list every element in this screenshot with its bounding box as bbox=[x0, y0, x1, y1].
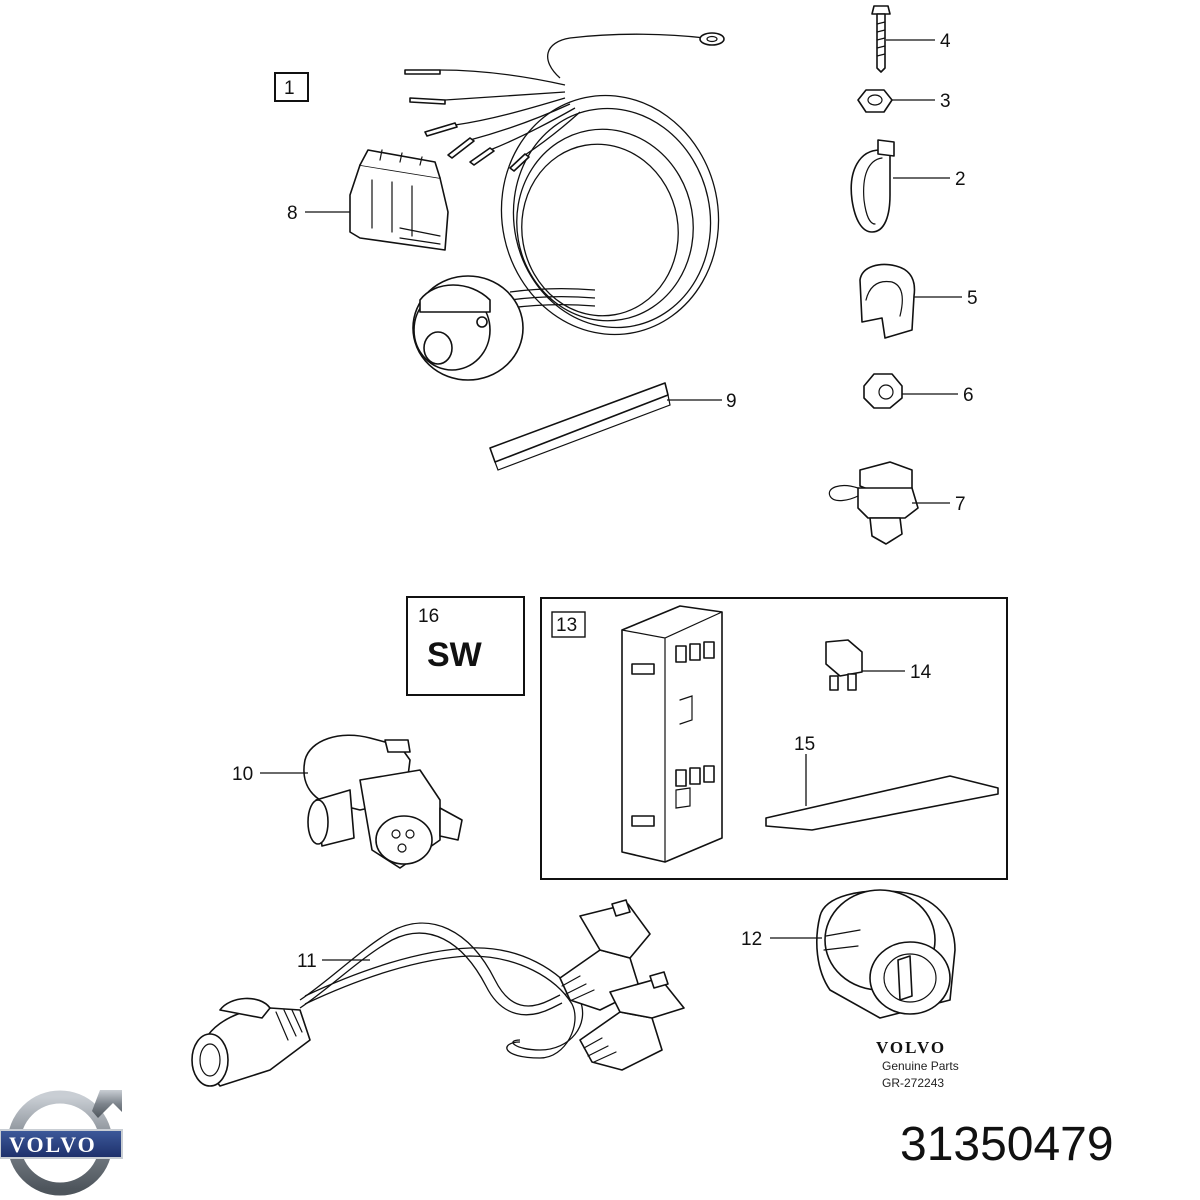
callout-3: 3 bbox=[940, 91, 951, 112]
callout-16: 16 bbox=[418, 606, 439, 627]
holder-clip-part bbox=[828, 461, 950, 545]
callout-6: 6 bbox=[963, 385, 974, 406]
volvo-iron-mark-icon: VOLVO bbox=[0, 1090, 123, 1196]
module-kit-box bbox=[540, 597, 1008, 880]
callout-4: 4 bbox=[940, 31, 951, 52]
flange-nut-part bbox=[863, 373, 958, 409]
genuine-parts-mark: VOLVO Genuine Parts GR-272243 bbox=[876, 1038, 959, 1090]
callout-5: 5 bbox=[967, 288, 978, 309]
logo-word: VOLVO bbox=[9, 1132, 97, 1157]
foam-pad-part bbox=[765, 754, 999, 831]
thirteen-pin-socket-part bbox=[770, 889, 956, 1019]
control-module-part bbox=[621, 605, 723, 863]
cable-tie-part bbox=[850, 139, 950, 233]
part-number: 31350479 bbox=[900, 1118, 1114, 1171]
fuse-part bbox=[825, 639, 905, 691]
callout-8: 8 bbox=[287, 203, 298, 224]
callout-box-13 bbox=[551, 611, 586, 638]
sw-label: SW bbox=[427, 636, 483, 674]
wiring-harness-part bbox=[404, 32, 725, 381]
sw-box bbox=[406, 596, 525, 696]
bolt-part bbox=[871, 5, 935, 73]
u-clip-part bbox=[859, 263, 962, 339]
y-cable-part bbox=[191, 899, 685, 1087]
callout-12: 12 bbox=[741, 929, 762, 950]
callout-10: 10 bbox=[232, 764, 253, 785]
drawing-ref: GR-272243 bbox=[882, 1076, 944, 1090]
callout-13: 13 bbox=[556, 615, 577, 636]
adhesive-strip-part bbox=[489, 382, 722, 471]
brand-name: VOLVO bbox=[876, 1038, 946, 1057]
callout-box-1 bbox=[274, 72, 309, 102]
nut-part bbox=[857, 89, 935, 113]
callout-14: 14 bbox=[910, 662, 932, 683]
brand-subtitle: Genuine Parts bbox=[882, 1059, 959, 1073]
adapter-part bbox=[260, 734, 463, 869]
callout-11: 11 bbox=[297, 951, 317, 972]
callout-2: 2 bbox=[955, 169, 966, 190]
callout-7: 7 bbox=[955, 494, 966, 515]
callout-15: 15 bbox=[794, 734, 815, 755]
connector-block-part bbox=[305, 149, 449, 251]
callout-9: 9 bbox=[726, 391, 737, 412]
callout-1: 1 bbox=[284, 78, 295, 99]
